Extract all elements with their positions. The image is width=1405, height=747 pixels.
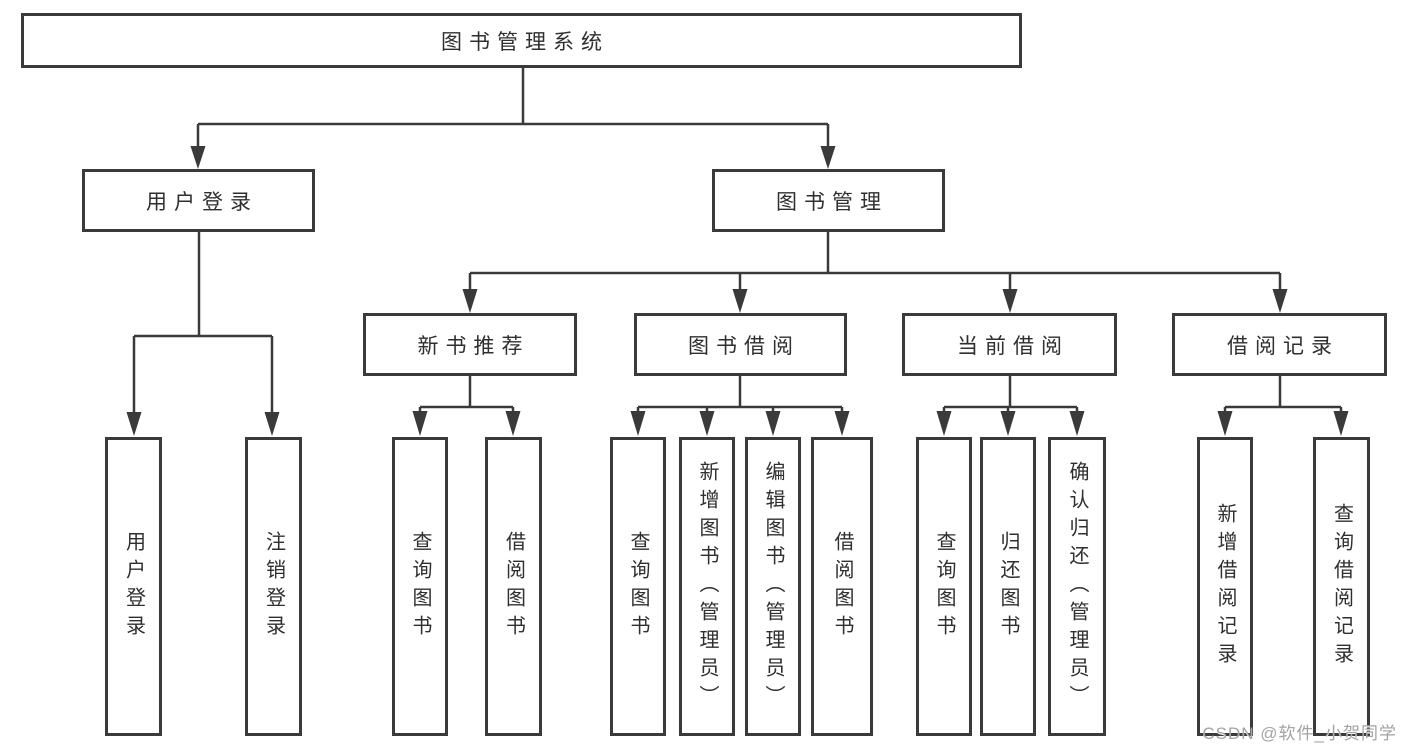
leaf-query-books-current-label: 查询图书: [933, 530, 955, 643]
leaf-return-books-label: 归还图书: [997, 530, 1019, 643]
node-book-borrowing-label: 图书借阅: [688, 334, 800, 358]
node-user-login: 用户登录: [82, 169, 315, 232]
node-book-borrowing: 图书借阅: [634, 313, 847, 376]
arrowheads: [126, 146, 1349, 436]
leaf-query-borrow-record: 查询借阅记录: [1313, 437, 1370, 736]
leaf-logout: 注销登录: [245, 437, 302, 736]
leaf-query-books-borrowing-label: 查询图书: [627, 530, 649, 643]
node-current-borrowing: 当前借阅: [902, 313, 1117, 376]
node-borrowing-records-label: 借阅记录: [1227, 334, 1339, 358]
node-root: 图书管理系统: [21, 13, 1022, 68]
leaf-query-books-borrowing: 查询图书: [610, 437, 666, 736]
leaf-query-books-recommend-label: 查询图书: [409, 530, 431, 643]
leaf-borrow-books-label: 借阅图书: [831, 530, 853, 643]
leaf-borrow-books: 借阅图书: [811, 437, 873, 736]
node-root-label: 图书管理系统: [441, 30, 609, 54]
leaf-user-login-label: 用户登录: [122, 530, 145, 643]
node-new-book-recommend-label: 新书推荐: [417, 334, 530, 358]
leaf-edit-books-admin: 编辑图书（管理员）: [745, 437, 801, 736]
leaf-add-borrow-record: 新增借阅记录: [1197, 437, 1253, 736]
leaf-user-login: 用户登录: [105, 437, 162, 736]
leaf-borrow-books-recommend-label: 借阅图书: [502, 530, 525, 643]
leaf-add-books-admin-label: 新增图书（管理员）: [696, 460, 718, 713]
leaf-logout-label: 注销登录: [262, 530, 285, 643]
leaf-confirm-return-admin: 确认归还（管理员）: [1048, 437, 1106, 736]
node-new-book-recommend: 新书推荐: [363, 313, 577, 376]
node-book-management-label: 图书管理: [776, 190, 888, 214]
leaf-add-books-admin: 新增图书（管理员）: [679, 437, 735, 736]
connector-paths: [132, 68, 1343, 415]
leaf-query-books-recommend: 查询图书: [392, 437, 448, 736]
csdn-watermark: CSDN @软件_小贺同学: [1202, 724, 1397, 743]
leaf-confirm-return-admin-label: 确认归还（管理员）: [1066, 460, 1088, 713]
node-user-login-label: 用户登录: [146, 190, 258, 214]
leaf-query-borrow-record-label: 查询借阅记录: [1330, 502, 1353, 671]
leaf-query-books-current: 查询图书: [916, 437, 972, 736]
leaf-edit-books-admin-label: 编辑图书（管理员）: [762, 460, 784, 713]
leaf-return-books: 归还图书: [980, 437, 1036, 736]
node-current-borrowing-label: 当前借阅: [957, 334, 1069, 358]
leaf-add-borrow-record-label: 新增借阅记录: [1214, 502, 1236, 671]
node-book-management: 图书管理: [712, 169, 945, 232]
node-borrowing-records: 借阅记录: [1172, 313, 1387, 376]
leaf-borrow-books-recommend: 借阅图书: [485, 437, 542, 736]
